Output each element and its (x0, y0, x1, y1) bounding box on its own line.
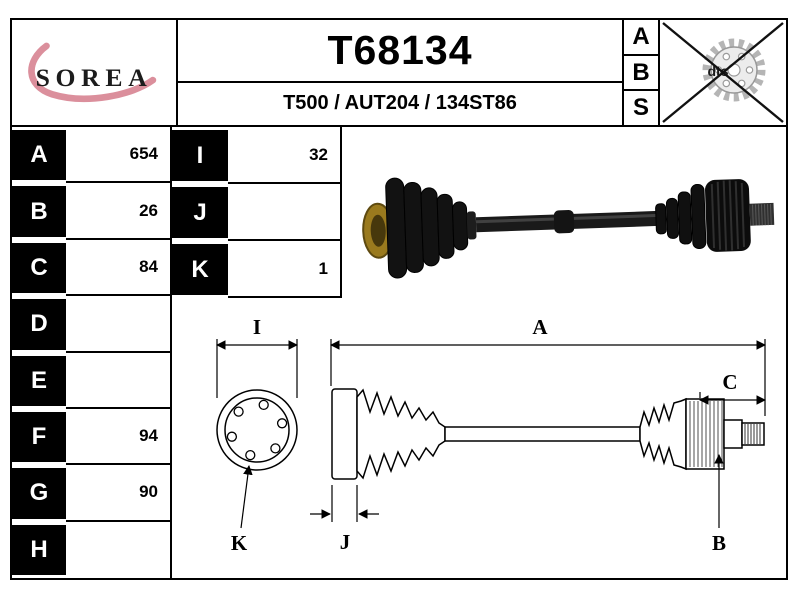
axle-side-view (331, 388, 765, 480)
thread-outline (741, 422, 765, 446)
outer-boot (655, 184, 707, 250)
dim-label-a: A (532, 315, 548, 339)
row-letter: I (172, 130, 228, 181)
table-row: K 1 (172, 241, 342, 298)
abs-ring-cell: dts (660, 20, 786, 125)
cross-mark-icon (662, 22, 784, 123)
table-row: G 90 (12, 465, 170, 522)
inner-boot (385, 177, 469, 279)
technical-drawing: I K (216, 315, 766, 555)
brand-name: SOREA (36, 63, 153, 92)
crossed-gear-graphic: dts (662, 22, 784, 123)
housing-ribs (689, 401, 723, 467)
table-row: H (12, 522, 170, 578)
dim-label-c: C (722, 370, 737, 394)
row-letter: H (12, 524, 66, 575)
damper-ring (553, 210, 575, 234)
table-row: I 32 (172, 127, 342, 184)
row-letter: G (12, 468, 66, 519)
dim-label-j: J (340, 530, 351, 554)
side-letter-s: S (632, 94, 649, 122)
dimensions-table: A 654 B 26 C 84 D E F 94 (12, 127, 172, 578)
side-letter-column: A B S (624, 20, 660, 125)
logo-graphic: SOREA (28, 42, 157, 103)
row-value: 1 (228, 241, 342, 298)
row-letter: C (12, 242, 66, 294)
side-letter-a: A (624, 20, 658, 56)
table-row: F 94 (12, 409, 170, 466)
title-cell: T68134 T500 / AUT204 / 134ST86 (178, 20, 624, 125)
row-value: 26 (66, 183, 170, 240)
dim-label-k: K (231, 531, 248, 555)
row-value (66, 296, 170, 353)
brand-logo: SOREA (12, 20, 178, 125)
row-letter: D (12, 299, 66, 350)
row-value: 90 (66, 465, 170, 522)
row-letter: B (12, 186, 66, 237)
reference-codes: T500 / AUT204 / 134ST86 (283, 91, 517, 114)
thread-lines (744, 424, 761, 444)
gear-icon (702, 38, 766, 102)
table-row: C 84 (12, 240, 170, 297)
side-letter-b: B (624, 56, 658, 92)
row-letter: K (172, 244, 228, 295)
row-letter: F (12, 411, 66, 463)
dim-label-i: I (253, 315, 261, 339)
row-value (66, 522, 170, 578)
dimension-i (216, 339, 298, 398)
dim-label-b: B (712, 531, 726, 555)
outer-boot-outline (639, 397, 687, 471)
dimensions-table-2: I 32 J K 1 (172, 127, 342, 298)
table-row: J (172, 184, 342, 241)
table-row: E (12, 353, 170, 409)
row-value: 84 (66, 240, 170, 297)
dimension-j (310, 485, 379, 522)
row-letter: J (172, 187, 228, 238)
k-arrow (240, 465, 253, 529)
boot-clamp (466, 211, 477, 240)
dimension-c (699, 392, 766, 405)
table-row: D (12, 296, 170, 353)
cv-housing (705, 179, 751, 252)
row-value: 654 (66, 127, 170, 184)
row-letter: A (12, 130, 66, 181)
part-number: T68134 (178, 20, 622, 83)
logo-swoosh-icon (28, 42, 157, 103)
gear-label: dts (708, 63, 729, 79)
row-value: 94 (66, 409, 170, 466)
header: SOREA T68134 T500 / AUT204 / 134ST86 A B… (12, 20, 786, 127)
table-row: A 654 (12, 127, 170, 184)
shaft-outline (444, 426, 641, 442)
table-row: B 26 (12, 183, 170, 240)
card-frame: SOREA T68134 T500 / AUT204 / 134ST86 A B… (10, 18, 788, 580)
row-letter: E (12, 355, 66, 406)
row-value (66, 353, 170, 409)
row-value (228, 184, 342, 241)
inner-boot-outline (356, 388, 446, 480)
flange-front-view (216, 389, 298, 471)
driveshaft-photo (362, 177, 775, 279)
row-value: 32 (228, 127, 342, 184)
